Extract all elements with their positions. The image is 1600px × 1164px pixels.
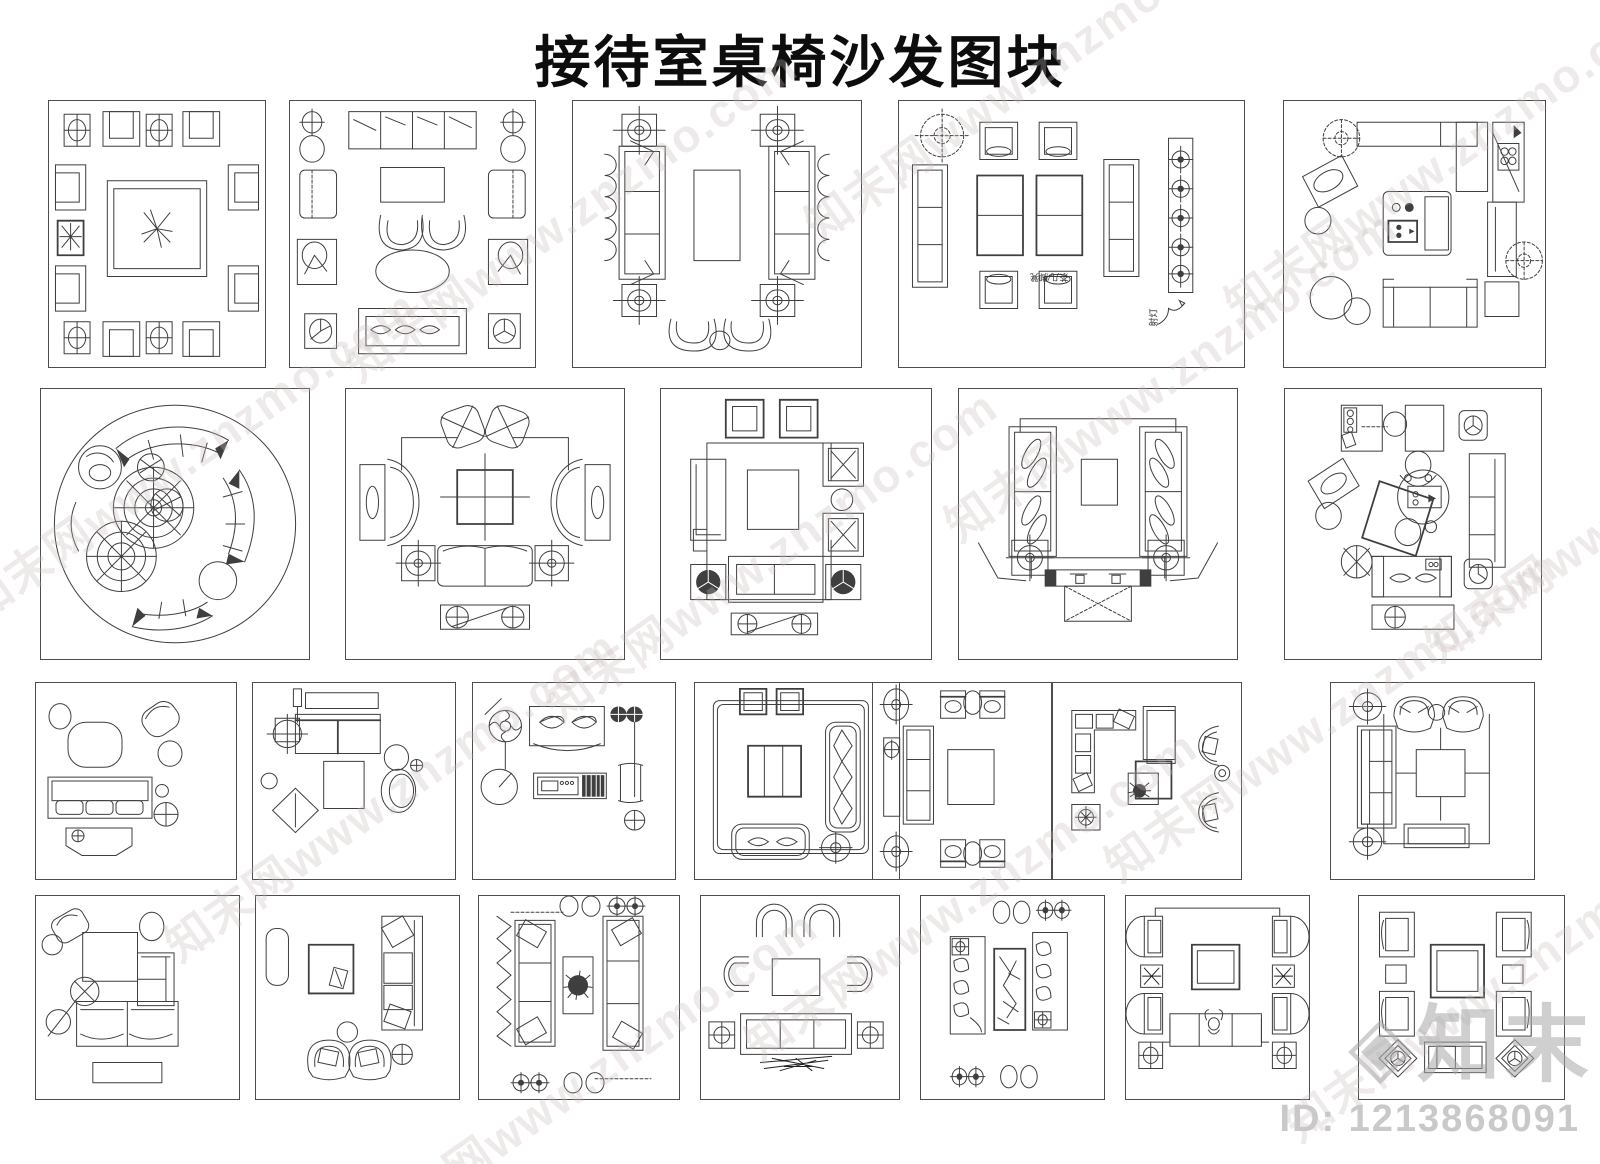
floorplan-drawing [256,896,459,1099]
panel-r1c1-square-room-perimeter-chairs [48,100,266,368]
panel-r2c1-circular-lounge [40,388,310,660]
floorplan-drawing [1331,683,1534,879]
panel-r1c3-facing-sofas [572,100,862,368]
floorplan-drawing [253,683,455,879]
floorplan-drawing [873,683,1051,879]
panel-r2c3-square-rug-pictures [660,388,932,660]
panel-r1c5-l-shaped-cabinet-lounge [1283,100,1546,368]
panel-r4c3-sofas-zigzag-curtain [478,895,680,1100]
panel-r3c4-rug-tufted-sofa [694,682,900,880]
panel-r2c2-symmetric-armchairs [345,388,625,660]
watermark-logo-mark: ◈ [1348,998,1417,1092]
panel-r1c2-sofa-armchairs-oval-table [289,100,536,368]
panel-r3c7-tub-chairs-sofa [1330,682,1535,880]
floorplan-drawing [921,896,1104,1099]
floorplan-drawing [1053,683,1241,879]
floorplan-drawing [661,389,931,659]
floorplan-drawing [1284,101,1545,367]
annotation-furniture-label: 茶几/脚凳 [1030,272,1069,283]
panel-r4c1-sectional-sofa [35,895,240,1100]
panel-r3c3-sofa-clock-console [472,682,676,880]
floorplan-drawing [346,389,624,659]
panel-r1c4-grid-seating-spotlights: 茶几/脚凳 射灯 [898,100,1245,368]
panel-r4c6-chair-columns-tv [1125,895,1310,1100]
panel-r4c5-sofas-marble-table [920,895,1105,1100]
floorplan-drawing [1359,896,1564,1099]
panel-r4c7-armchairs-diamond-tables [1358,895,1565,1100]
panel-r4c4-arch-chairs-sofa [700,895,900,1100]
watermark-logo: ◈知末 [1348,978,1593,1099]
floorplan-drawing [573,101,861,367]
floorplan-drawing [49,101,265,367]
floorplan-drawing [1285,389,1541,659]
floorplan-drawing [36,683,236,879]
watermark-id-text: ID: 1213868091 [1279,1098,1580,1140]
annotation-spotlight-label: 射灯 [1148,308,1159,327]
floorplan-drawing [36,896,239,1099]
floorplan-drawing [695,683,899,879]
floorplan-drawing [41,389,309,659]
sheet-title: 接待室桌椅沙发图块 [534,31,1066,94]
floorplan-drawing [479,896,679,1099]
panel-r4c2-mirror-tub-chairs [255,895,460,1100]
panel-r2c5-casual-corner [1284,388,1542,660]
floorplan-drawing [473,683,675,879]
panel-r2c4-leaf-sofas-tv [958,388,1238,660]
floorplan-drawing [290,101,535,367]
floorplan-drawing [959,389,1237,659]
panel-r3c6-l-sofa-plant [1052,682,1242,880]
floorplan-drawing [1126,896,1309,1099]
floorplan-drawing [701,896,899,1099]
panel-r3c2-sofa-diamond-rug [252,682,456,880]
watermark-logo-text: 知末 [1416,998,1593,1092]
floorplan-drawing [899,101,1244,367]
panel-r3c5-sofa-stool-pairs [872,682,1052,880]
panel-r3c1-rounded-table-sofa [35,682,237,880]
